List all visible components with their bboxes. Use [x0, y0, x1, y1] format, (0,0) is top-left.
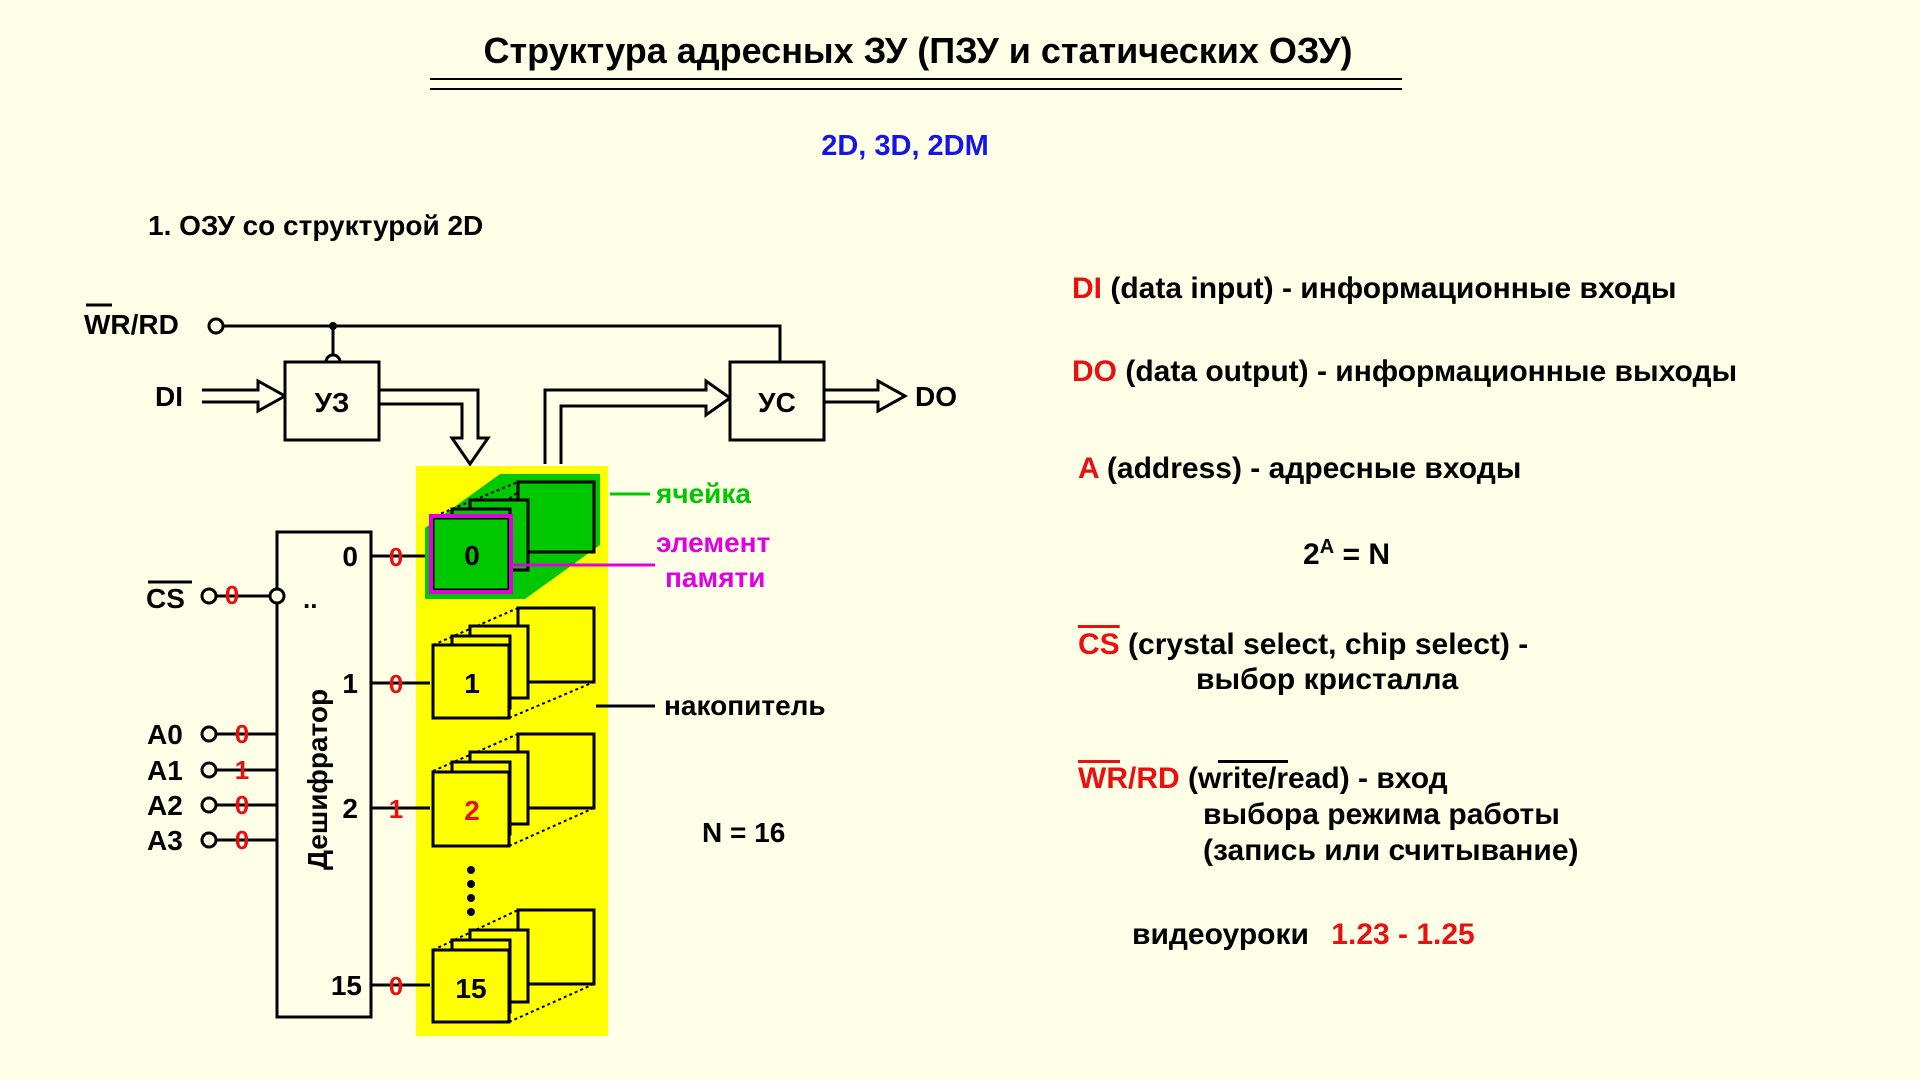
- legend-formula: 2A = N: [1303, 536, 1390, 572]
- write-amplifier-label: УЗ: [315, 387, 350, 418]
- legend-wr-rd-line1: (write/read) - вход: [1188, 762, 1448, 795]
- cell-number-0: 0: [464, 540, 480, 571]
- cell-label: ячейка: [655, 478, 751, 509]
- memory-cell-1: 1: [431, 606, 596, 720]
- decoder-output-value-2: 1: [389, 794, 403, 824]
- address-label-a0: A0: [147, 719, 183, 750]
- address-terminal-a2: [200, 796, 218, 814]
- cs-value: 0: [225, 580, 239, 610]
- wr-rd-line: [223, 324, 782, 362]
- legend-wr-rd-line3: (запись или считывание): [1203, 834, 1579, 867]
- video-lessons: видеоуроки 1.23 - 1.25: [1132, 918, 1475, 952]
- decoder-block: [275, 530, 373, 1019]
- sense-amplifier-block: [728, 360, 826, 442]
- cell-number-1: 1: [464, 668, 480, 699]
- cs-inverter-bubble: [268, 587, 286, 605]
- memory-element-highlight: [429, 514, 513, 594]
- address-terminal-a3: [200, 831, 218, 849]
- address-value-a2: 0: [235, 790, 249, 820]
- formula-rest: = N: [1334, 538, 1390, 571]
- legend-di: DI (data input) - информационные входы: [1072, 272, 1677, 306]
- video-lessons-label: видеоуроки: [1132, 918, 1309, 951]
- address-label-a3: A3: [147, 825, 183, 856]
- decoder-output-value-1: 0: [389, 669, 403, 699]
- element-label-line1: элемент: [656, 527, 770, 558]
- n-equals-label: N = 16: [702, 817, 785, 848]
- legend-wr-rd-term: WR/RD: [1078, 762, 1180, 795]
- decoder-outputs: 0 0 1 0 2 1 15 0: [331, 541, 430, 1001]
- element-label-line2: памяти: [665, 562, 765, 593]
- title-underline: [430, 78, 1402, 90]
- wr-rd-junction: [329, 322, 337, 330]
- address-value-a1: 1: [235, 755, 249, 785]
- wr-rd-terminal: [207, 317, 225, 335]
- address-value-a0: 0: [235, 719, 249, 749]
- legend-write-overline: [1218, 760, 1288, 763]
- di-arrow: [202, 378, 289, 414]
- write-to-array-arrow: [379, 388, 491, 467]
- address-value-a3: 0: [235, 825, 249, 855]
- decoder-output-value-0: 0: [389, 542, 403, 572]
- storage-label: накопитель: [664, 690, 826, 721]
- memory-cell-2: 2: [431, 732, 596, 848]
- decoder-label: Дешифратор: [302, 689, 333, 870]
- legend-wr-rd-line2: выбора режима работы: [1203, 798, 1560, 831]
- formula-base: 2: [1303, 538, 1320, 571]
- cs-input-label: CS: [146, 583, 185, 614]
- legend-di-term: DI: [1072, 272, 1102, 305]
- legend-do: DO (data output) - информационные выходы: [1072, 355, 1737, 389]
- legend-di-text: (data input) - информационные входы: [1110, 272, 1677, 305]
- legend-do-text: (data output) - информационные выходы: [1125, 355, 1738, 388]
- memory-cell-0: 0: [425, 474, 600, 599]
- write-amplifier-block: [283, 360, 381, 442]
- do-arrow: [824, 378, 909, 414]
- decoder-output-index-1: 1: [342, 668, 358, 699]
- decoder-dots: ..: [303, 584, 317, 614]
- cell-0-depth-line: [429, 481, 519, 519]
- decoder-output-index-0: 0: [342, 541, 358, 572]
- address-terminal-a0: [200, 725, 218, 743]
- legend-a-term: A: [1078, 452, 1099, 485]
- address-terminal-a1: [200, 761, 218, 779]
- legend-wr-rd: WR/RD (write/read) - вход: [1078, 762, 1448, 796]
- page-subtitle: 2D, 3D, 2DM: [821, 130, 989, 162]
- legend-do-term: DO: [1072, 355, 1117, 388]
- formula-exponent: A: [1319, 536, 1335, 558]
- legend-a-text: (address) - адресные входы: [1106, 452, 1522, 485]
- legend-cs: CS (crystal select, chip select) -: [1078, 628, 1528, 662]
- address-label-a1: A1: [147, 755, 183, 786]
- sense-amplifier-label: УС: [758, 387, 796, 418]
- memory-cell-15: 15: [431, 908, 596, 1024]
- address-label-a2: A2: [147, 790, 183, 821]
- array-to-sense-arrow: [543, 378, 733, 464]
- cs-terminal: [200, 587, 218, 605]
- page-title: Структура адресных ЗУ (ПЗУ и статических…: [483, 30, 1353, 71]
- cell-number-15: 15: [455, 973, 486, 1004]
- cells-ellipsis: [467, 866, 475, 916]
- wr-rd-input-label: WR/RD: [84, 309, 179, 340]
- decoder-output-index-15: 15: [331, 970, 362, 1001]
- cell-number-2: 2: [464, 795, 480, 826]
- legend-cs-term: CS: [1078, 628, 1120, 661]
- di-input-label: DI: [155, 381, 183, 412]
- do-output-label: DO: [915, 381, 957, 412]
- decoder-output-index-2: 2: [342, 793, 358, 824]
- legend-cs-line2: выбор кристалла: [1196, 663, 1459, 696]
- legend-a: A (address) - адресные входы: [1078, 452, 1521, 486]
- legend-cs-line1: (crystal select, chip select) -: [1128, 628, 1529, 661]
- address-inputs: A0 0 A1 1 A2 0 A3 0: [147, 719, 277, 856]
- decoder-output-value-15: 0: [389, 971, 403, 1001]
- video-lessons-range: 1.23 - 1.25: [1331, 918, 1475, 951]
- section-heading: 1. ОЗУ со структурой 2D: [148, 210, 484, 241]
- legend-wr-overline: [1078, 760, 1120, 763]
